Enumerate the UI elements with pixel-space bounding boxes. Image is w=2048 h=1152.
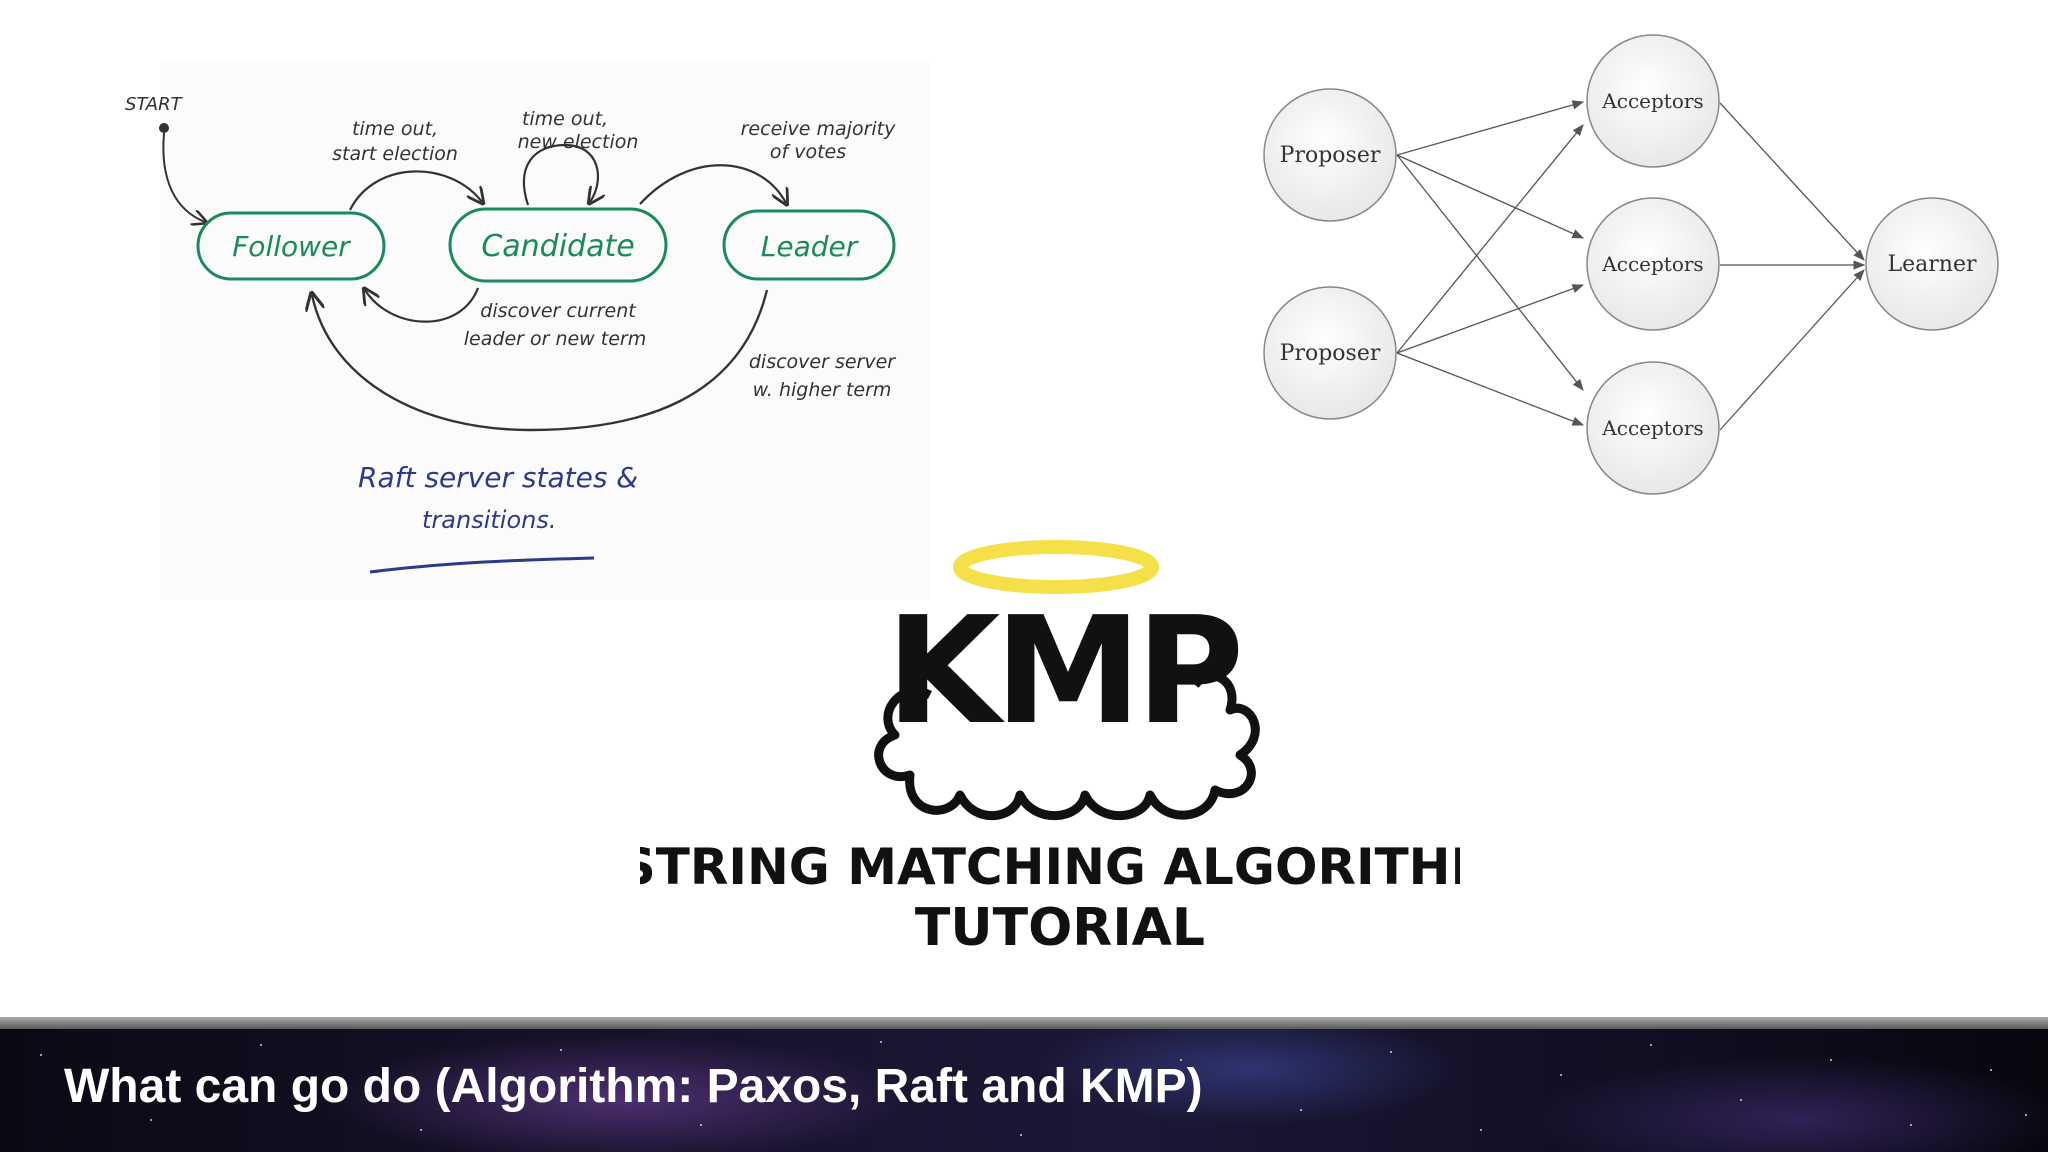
proposer-node-1 bbox=[1263, 88, 1397, 222]
kmp-title: KMP bbox=[886, 585, 1239, 757]
follower-label: Follower bbox=[232, 230, 351, 263]
discover-leader-label-2: leader or new term bbox=[464, 328, 646, 350]
timeout-arrow bbox=[349, 170, 482, 211]
slide-canvas: START Follower Candidate Leader time out… bbox=[125, 34, 1999, 958]
footer-banner: What can go do (Algorithm: Paxos, Raft a… bbox=[0, 1029, 2048, 1152]
raft-diagram: START Follower Candidate Leader time out… bbox=[125, 94, 896, 574]
new-election-loop bbox=[522, 143, 598, 205]
candidate-state bbox=[448, 207, 668, 283]
leader-label: Leader bbox=[761, 230, 859, 263]
new-election-label-2: new election bbox=[518, 131, 639, 153]
acceptor-node-1 bbox=[1586, 34, 1720, 168]
acceptor-node-3 bbox=[1586, 361, 1720, 495]
timeout-label-1: time out, bbox=[352, 118, 438, 140]
cloud-icon bbox=[874, 671, 1260, 821]
proposer-node-2 bbox=[1263, 286, 1397, 420]
paxos-diagram: Proposer Proposer Acceptors Acceptors Ac… bbox=[1263, 34, 1999, 495]
learner-label: Learner bbox=[1888, 252, 1977, 277]
raft-caption-line-1: Raft server states & bbox=[358, 461, 638, 494]
start-dot bbox=[159, 123, 169, 133]
acceptor-label-1: Acceptors bbox=[1601, 89, 1703, 113]
kmp-subtitle-line-2: TUTORIAL bbox=[915, 898, 1205, 958]
majority-label-2: of votes bbox=[770, 141, 846, 163]
higher-term-label-2: w. higher term bbox=[753, 379, 892, 401]
raft-diagram-background bbox=[160, 60, 930, 600]
leader-state bbox=[722, 209, 896, 281]
paxos-edges bbox=[1396, 100, 1866, 431]
start-label: START bbox=[125, 94, 184, 115]
majority-arrow bbox=[639, 164, 786, 204]
footer-separator bbox=[0, 1017, 2048, 1029]
proposer-label-2: Proposer bbox=[1280, 341, 1381, 366]
new-election-label-1: time out, bbox=[522, 108, 608, 130]
higher-term-arrow bbox=[312, 290, 769, 432]
acceptor-node-2 bbox=[1586, 197, 1720, 331]
follower-state bbox=[196, 211, 386, 281]
footer-title: What can go do (Algorithm: Paxos, Raft a… bbox=[64, 1060, 1203, 1113]
majority-label-1: receive majority bbox=[741, 118, 896, 140]
acceptor-label-3: Acceptors bbox=[1601, 416, 1703, 440]
candidate-label: Candidate bbox=[481, 229, 634, 264]
learner-node bbox=[1865, 197, 1999, 331]
higher-term-label-1: discover server bbox=[749, 351, 896, 373]
kmp-subtitle-line-1: STRING MATCHING ALGORITHM bbox=[640, 838, 1460, 896]
discover-leader-label-1: discover current bbox=[480, 300, 637, 322]
timeout-label-2: start election bbox=[332, 143, 458, 165]
acceptor-label-2: Acceptors bbox=[1601, 252, 1703, 276]
proposer-label-1: Proposer bbox=[1280, 143, 1381, 168]
start-arrow bbox=[162, 132, 205, 222]
raft-caption-line-2: transitions. bbox=[422, 506, 556, 534]
halo-icon bbox=[953, 540, 1159, 594]
raft-caption-underline bbox=[369, 556, 595, 574]
kmp-logo: KMP STRING MATCHING ALGORITHM TUTORIAL bbox=[640, 540, 1460, 958]
discover-leader-arrow bbox=[365, 288, 480, 323]
